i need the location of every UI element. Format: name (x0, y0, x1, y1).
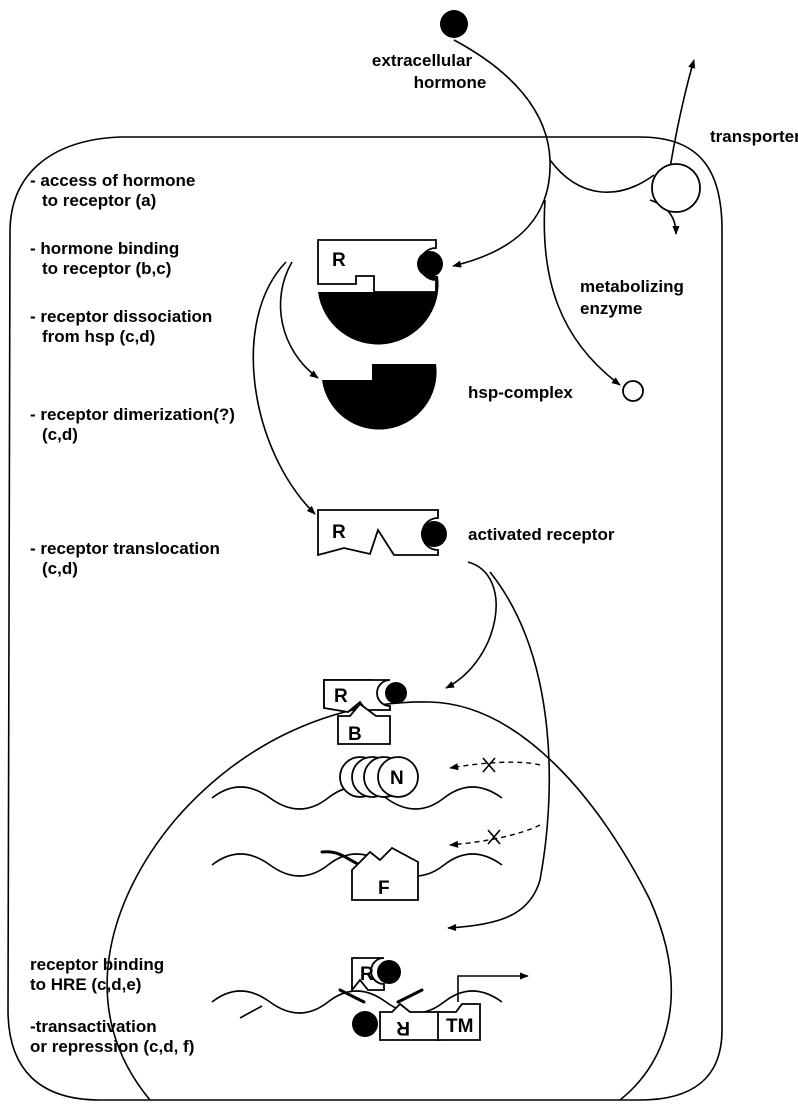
step-hre-binding-label: receptor binding (30, 955, 164, 974)
extracellular-hormone-icon (440, 10, 468, 38)
activation-arrow (253, 262, 315, 514)
step-translocation-label-2: (c,d) (42, 559, 78, 578)
step-binding-label-2: to receptor (b,c) (42, 259, 171, 278)
bound-hormone-icon (417, 251, 443, 277)
step-transactivation-label: -transactivation (30, 1017, 157, 1036)
extracellular-hormone-label-2: hormone (414, 73, 487, 92)
receptor-b-tag: R (334, 686, 348, 707)
hsp-complex-label: hsp-complex (468, 383, 573, 402)
transactivation-bracket (240, 1006, 262, 1018)
factor-b-tag: B (348, 724, 362, 745)
extracellular-hormone-label: extracellular (372, 51, 473, 70)
path-to-transporter (550, 160, 654, 192)
translocation-to-hre-arrow (448, 572, 549, 928)
transcription-start-arrow (458, 976, 528, 1002)
dimer-hormone-top-icon (377, 960, 401, 984)
block-x-icon-2 (488, 830, 500, 844)
activated-receptor-label: activated receptor (468, 525, 615, 544)
receptor-tag: R (332, 250, 346, 271)
blocked-arrow-nucleosome (450, 762, 540, 768)
transporter-label: transporter (710, 127, 798, 146)
translocation-arrow (446, 562, 496, 688)
dissociation-arrow (280, 262, 318, 378)
step-hre-binding-label-2: to HRE (c,d,e) (30, 975, 141, 994)
transcription-machinery-tag: TM (446, 1016, 473, 1037)
step-transactivation-label-2: or repression (c,d, f) (30, 1037, 194, 1056)
step-access-label-2: to receptor (a) (42, 191, 156, 210)
block-x-icon-1 (483, 758, 495, 772)
dimer-receptor-top-tag: R (360, 964, 374, 985)
step-binding-label: - hormone binding (30, 239, 179, 258)
dimer-receptor-bottom-tag: R (396, 1017, 410, 1038)
nucleosome-tag: N (390, 768, 404, 789)
hre-site-2 (398, 990, 422, 1002)
metabolizing-enzyme-label: metabolizing (580, 277, 684, 296)
transporter-icon (652, 164, 700, 212)
transporter-export-arrow (670, 60, 694, 168)
metabolizing-enzyme-label-2: enzyme (580, 299, 642, 318)
step-dimerization-label-2: (c,d) (42, 425, 78, 444)
receptor-b-hormone-icon (385, 682, 407, 704)
factor-f-tag: F (378, 878, 390, 899)
metabolized-hormone-icon (623, 381, 643, 401)
activated-receptor-tag: R (332, 522, 346, 543)
step-dissociation-label-2: from hsp (c,d) (42, 327, 155, 346)
step-dissociation-label: - receptor dissociation (30, 307, 212, 326)
step-dimerization-label: - receptor dimerization(?) (30, 405, 235, 424)
step-access-label: - access of hormone (30, 171, 195, 190)
activated-receptor-hormone-icon (421, 521, 447, 547)
step-translocation-label: - receptor translocation (30, 539, 220, 558)
dimer-hormone-bottom-icon (352, 1011, 378, 1037)
hsp-complex-icon (322, 364, 437, 430)
